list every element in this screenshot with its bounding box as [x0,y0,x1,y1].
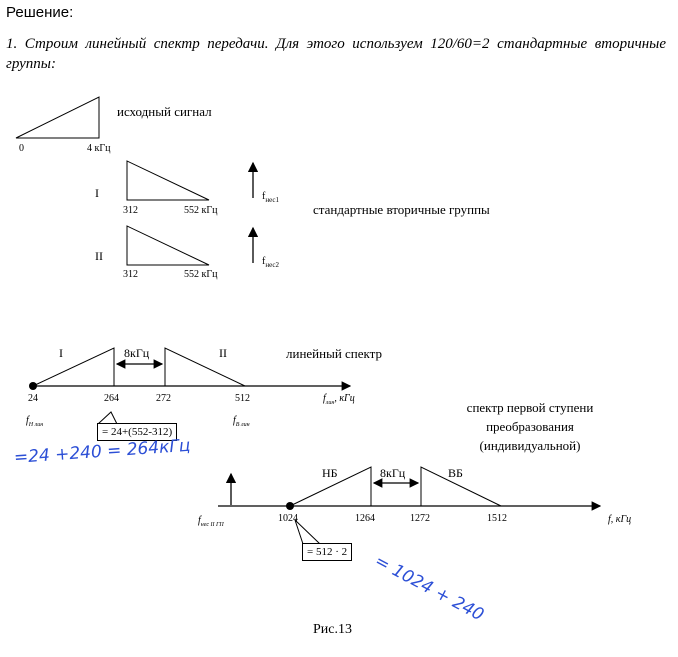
source-start-label: 0 [19,143,24,154]
vb-label: ВБ [448,466,463,480]
source-caption: исходный сигнал [117,104,212,119]
source-signal-triangle [15,96,100,139]
first-tick-1264: 1264 [355,513,375,524]
first-stage-gap-label: 8кГц [380,466,406,480]
secondary-groups-caption: стандартные вторичные группы [313,202,490,217]
line-band-1 [32,347,115,387]
line-tick-264: 264 [104,393,119,404]
first-stage-axis-label: f, кГц [608,514,632,525]
group2-triangle [126,225,210,266]
first-tick-1024: 1024 [278,513,298,524]
vb-band [420,466,502,507]
first-stage-callout: = 512 · 2 [302,543,353,561]
group2-end: 552 кГц [184,269,218,280]
intro-paragraph: 1. Строим линейный спектр передачи. Для … [6,36,666,72]
line-roman-1: I [59,346,63,360]
line-callout-pointer [97,411,118,425]
carrier-iigp-label: fнес II ГП [198,515,224,528]
first-stage-callout-pointer [294,519,321,545]
group2-start: 312 [123,269,138,280]
line-gap-label: 8кГц [124,346,150,360]
line-tick-24: 24 [28,393,38,404]
line-axis-label: fлин, кГц [323,393,355,406]
group2-roman: II [95,249,103,263]
f-high-label: fВ лин [233,415,250,428]
source-end-label: 4 кГц [87,143,111,154]
carrier1-label: fнес1 [262,191,279,204]
line-tick-272: 272 [156,393,171,404]
group1-roman: I [95,186,99,200]
line-tick-512: 512 [235,393,250,404]
first-tick-1512: 1512 [487,513,507,524]
solution-heading: Решение: [6,4,74,21]
nb-label: НБ [322,466,338,480]
line-roman-2: II [219,346,227,360]
line-callout: = 24+(552-312) [97,423,178,441]
first-stage-caption: спектр первой ступени преобразования (ин… [466,400,594,453]
nb-band [289,466,372,507]
group1-start: 312 [123,205,138,216]
line-spectrum-caption: линейный спектр [286,346,383,361]
group1-triangle [126,160,210,201]
carrier2-label: fнес2 [262,256,279,269]
line-band-2 [164,347,246,387]
group1-end: 552 кГц [184,205,218,216]
f-low-label: fН лин [26,415,44,428]
first-tick-1272: 1272 [410,513,430,524]
figure-caption: Рис.13 [313,622,352,637]
